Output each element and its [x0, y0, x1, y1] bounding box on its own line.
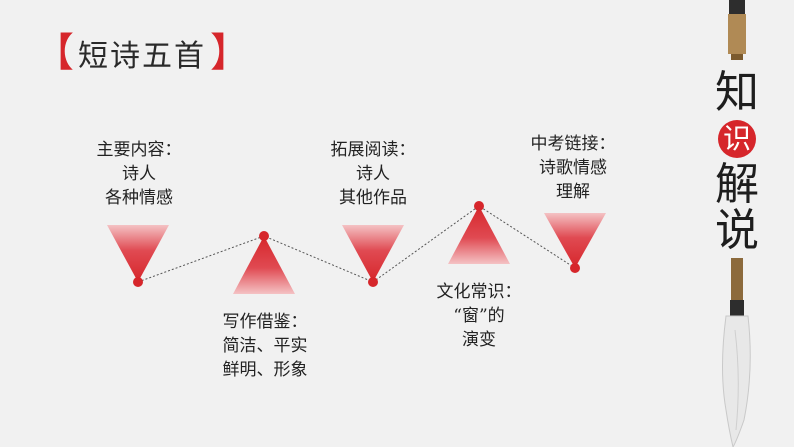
node-5-line-2: 诗歌情感 [539, 158, 607, 178]
side-title: 知 识 解 说 [705, 70, 769, 254]
node-text-1: 主要内容： 诗人 各种情感 [74, 138, 204, 210]
triangle-down-3 [342, 225, 404, 282]
node-2-line-1: 写作借鉴： [222, 312, 308, 332]
slide-title: 【 短诗五首 】 [34, 28, 250, 78]
node-dot-1 [133, 277, 143, 287]
brush-illustration [722, 0, 751, 447]
node-3-line-2: 诗人 [356, 164, 390, 184]
node-2-line-2: 简洁、平实 [222, 336, 308, 356]
triangle-down-5 [544, 213, 606, 268]
side-char-1: 知 [715, 67, 759, 118]
triangle-up-2 [233, 236, 295, 294]
title-right-bracket: 】 [210, 30, 250, 76]
side-char-4: 说 [715, 205, 759, 256]
node-5-line-1: 中考链接： [530, 134, 616, 154]
node-4-line-1: 文化常识： [436, 282, 522, 302]
node-4-line-2: “窗”的 [453, 306, 505, 326]
node-3-line-3: 其他作品 [339, 188, 407, 208]
side-char-2: 识 [718, 120, 756, 158]
triangle-up-4 [448, 206, 510, 264]
triangle-down-1 [107, 225, 169, 282]
node-dot-3 [368, 277, 378, 287]
node-1-line-2: 诗人 [122, 164, 156, 184]
node-text-5: 中考链接： 诗歌情感 理解 [508, 132, 638, 204]
side-char-3: 解 [715, 159, 759, 210]
node-text-4: 文化常识： “窗”的 演变 [414, 280, 544, 352]
node-text-3: 拓展阅读： 诗人 其他作品 [308, 138, 438, 210]
node-3-line-1: 拓展阅读： [330, 140, 416, 160]
node-5-line-3: 理解 [556, 182, 590, 202]
node-text-2: 写作借鉴： 简洁、平实 鲜明、形象 [200, 310, 330, 382]
node-4-line-3: 演变 [462, 330, 496, 350]
node-dot-2 [259, 231, 269, 241]
node-dot-4 [474, 201, 484, 211]
node-2-line-3: 鲜明、形象 [222, 360, 308, 380]
node-dot-5 [570, 263, 580, 273]
node-1-line-3: 各种情感 [105, 188, 173, 208]
title-left-bracket: 【 [34, 30, 74, 76]
node-1-line-1: 主要内容： [96, 140, 182, 160]
title-text: 短诗五首 [78, 39, 206, 74]
